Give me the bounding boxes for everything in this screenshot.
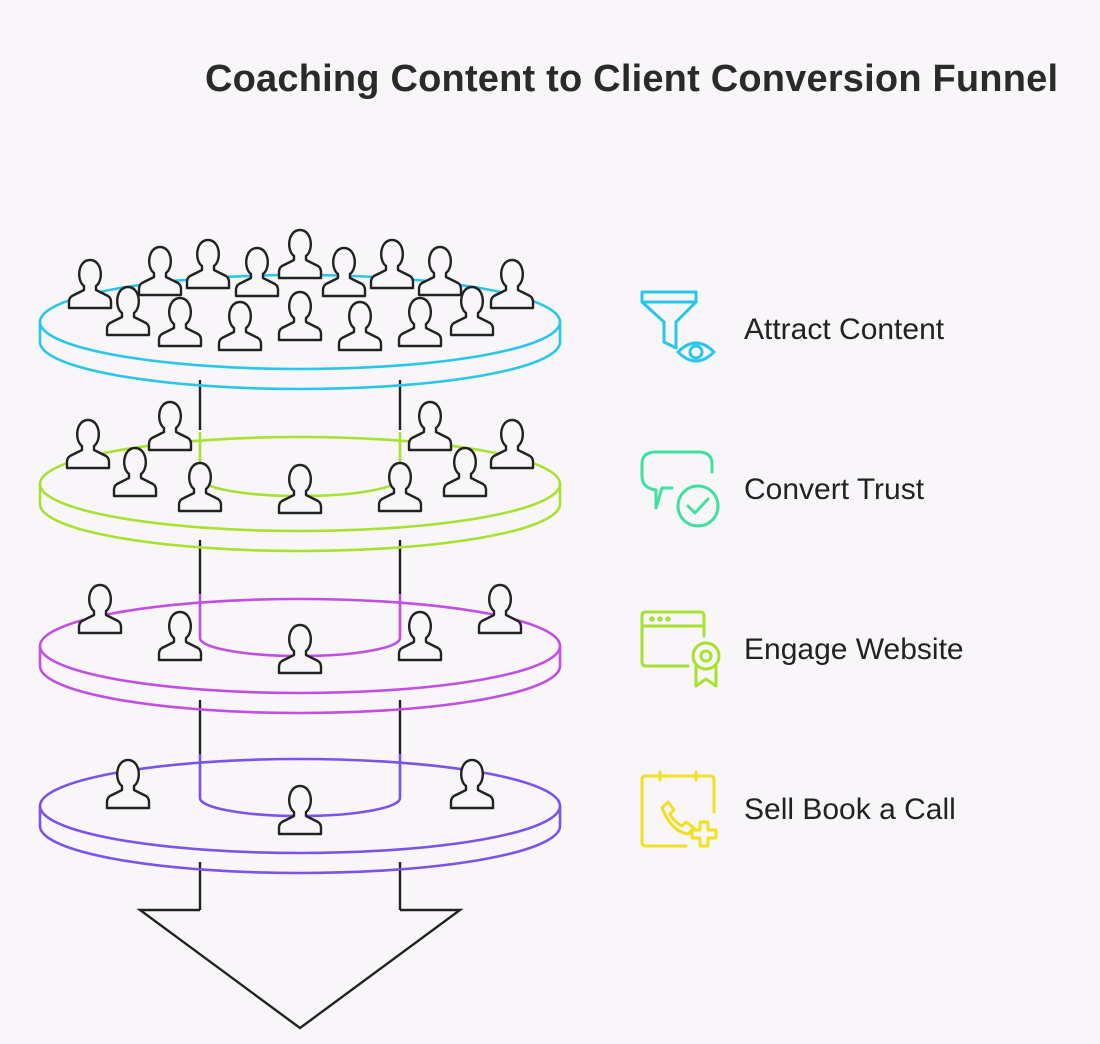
person-icon xyxy=(147,400,193,452)
person-icon xyxy=(105,285,151,337)
person-icon xyxy=(112,446,158,498)
person-icon xyxy=(277,290,323,342)
person-icon xyxy=(234,246,280,298)
person-icon xyxy=(449,285,495,337)
person-icon xyxy=(397,610,443,662)
person-icon xyxy=(217,300,263,352)
chat-check-icon xyxy=(640,450,720,528)
person-icon xyxy=(277,623,323,675)
calendar-phone-icon xyxy=(640,770,718,848)
person-icon xyxy=(67,258,113,310)
funnel-eye-icon xyxy=(640,290,716,363)
stage-label-convert: Convert Trust xyxy=(744,473,925,506)
person-icon xyxy=(177,461,223,513)
person-icon xyxy=(185,238,231,290)
person-icon xyxy=(321,246,367,298)
person-icon xyxy=(449,758,495,810)
person-icon xyxy=(277,228,323,280)
person-icon xyxy=(397,296,443,348)
person-icon xyxy=(369,238,415,290)
stage-label-sell: Sell Book a Call xyxy=(744,793,956,826)
page-title: Coaching Content to Client Conversion Fu… xyxy=(205,58,1059,100)
person-icon xyxy=(105,758,151,810)
funnel-diagram xyxy=(38,228,562,1030)
person-icon xyxy=(277,463,323,515)
person-icon xyxy=(157,610,203,662)
person-icon xyxy=(407,400,453,452)
person-icon xyxy=(489,258,535,310)
person-icon xyxy=(477,583,523,635)
person-icon xyxy=(337,300,383,352)
browser-badge-icon xyxy=(640,610,721,688)
person-icon xyxy=(137,245,183,297)
person-icon xyxy=(65,418,111,470)
stage-label-attract: Attract Content xyxy=(744,313,945,346)
person-icon xyxy=(442,446,488,498)
person-icon xyxy=(77,583,123,635)
person-icon xyxy=(277,784,323,836)
stage-label-engage: Engage Website xyxy=(744,633,964,666)
person-icon xyxy=(489,418,535,470)
person-icon xyxy=(157,296,203,348)
person-icon xyxy=(417,245,463,297)
people-group xyxy=(65,228,535,836)
down-arrow xyxy=(136,908,464,1030)
person-icon xyxy=(377,461,423,513)
